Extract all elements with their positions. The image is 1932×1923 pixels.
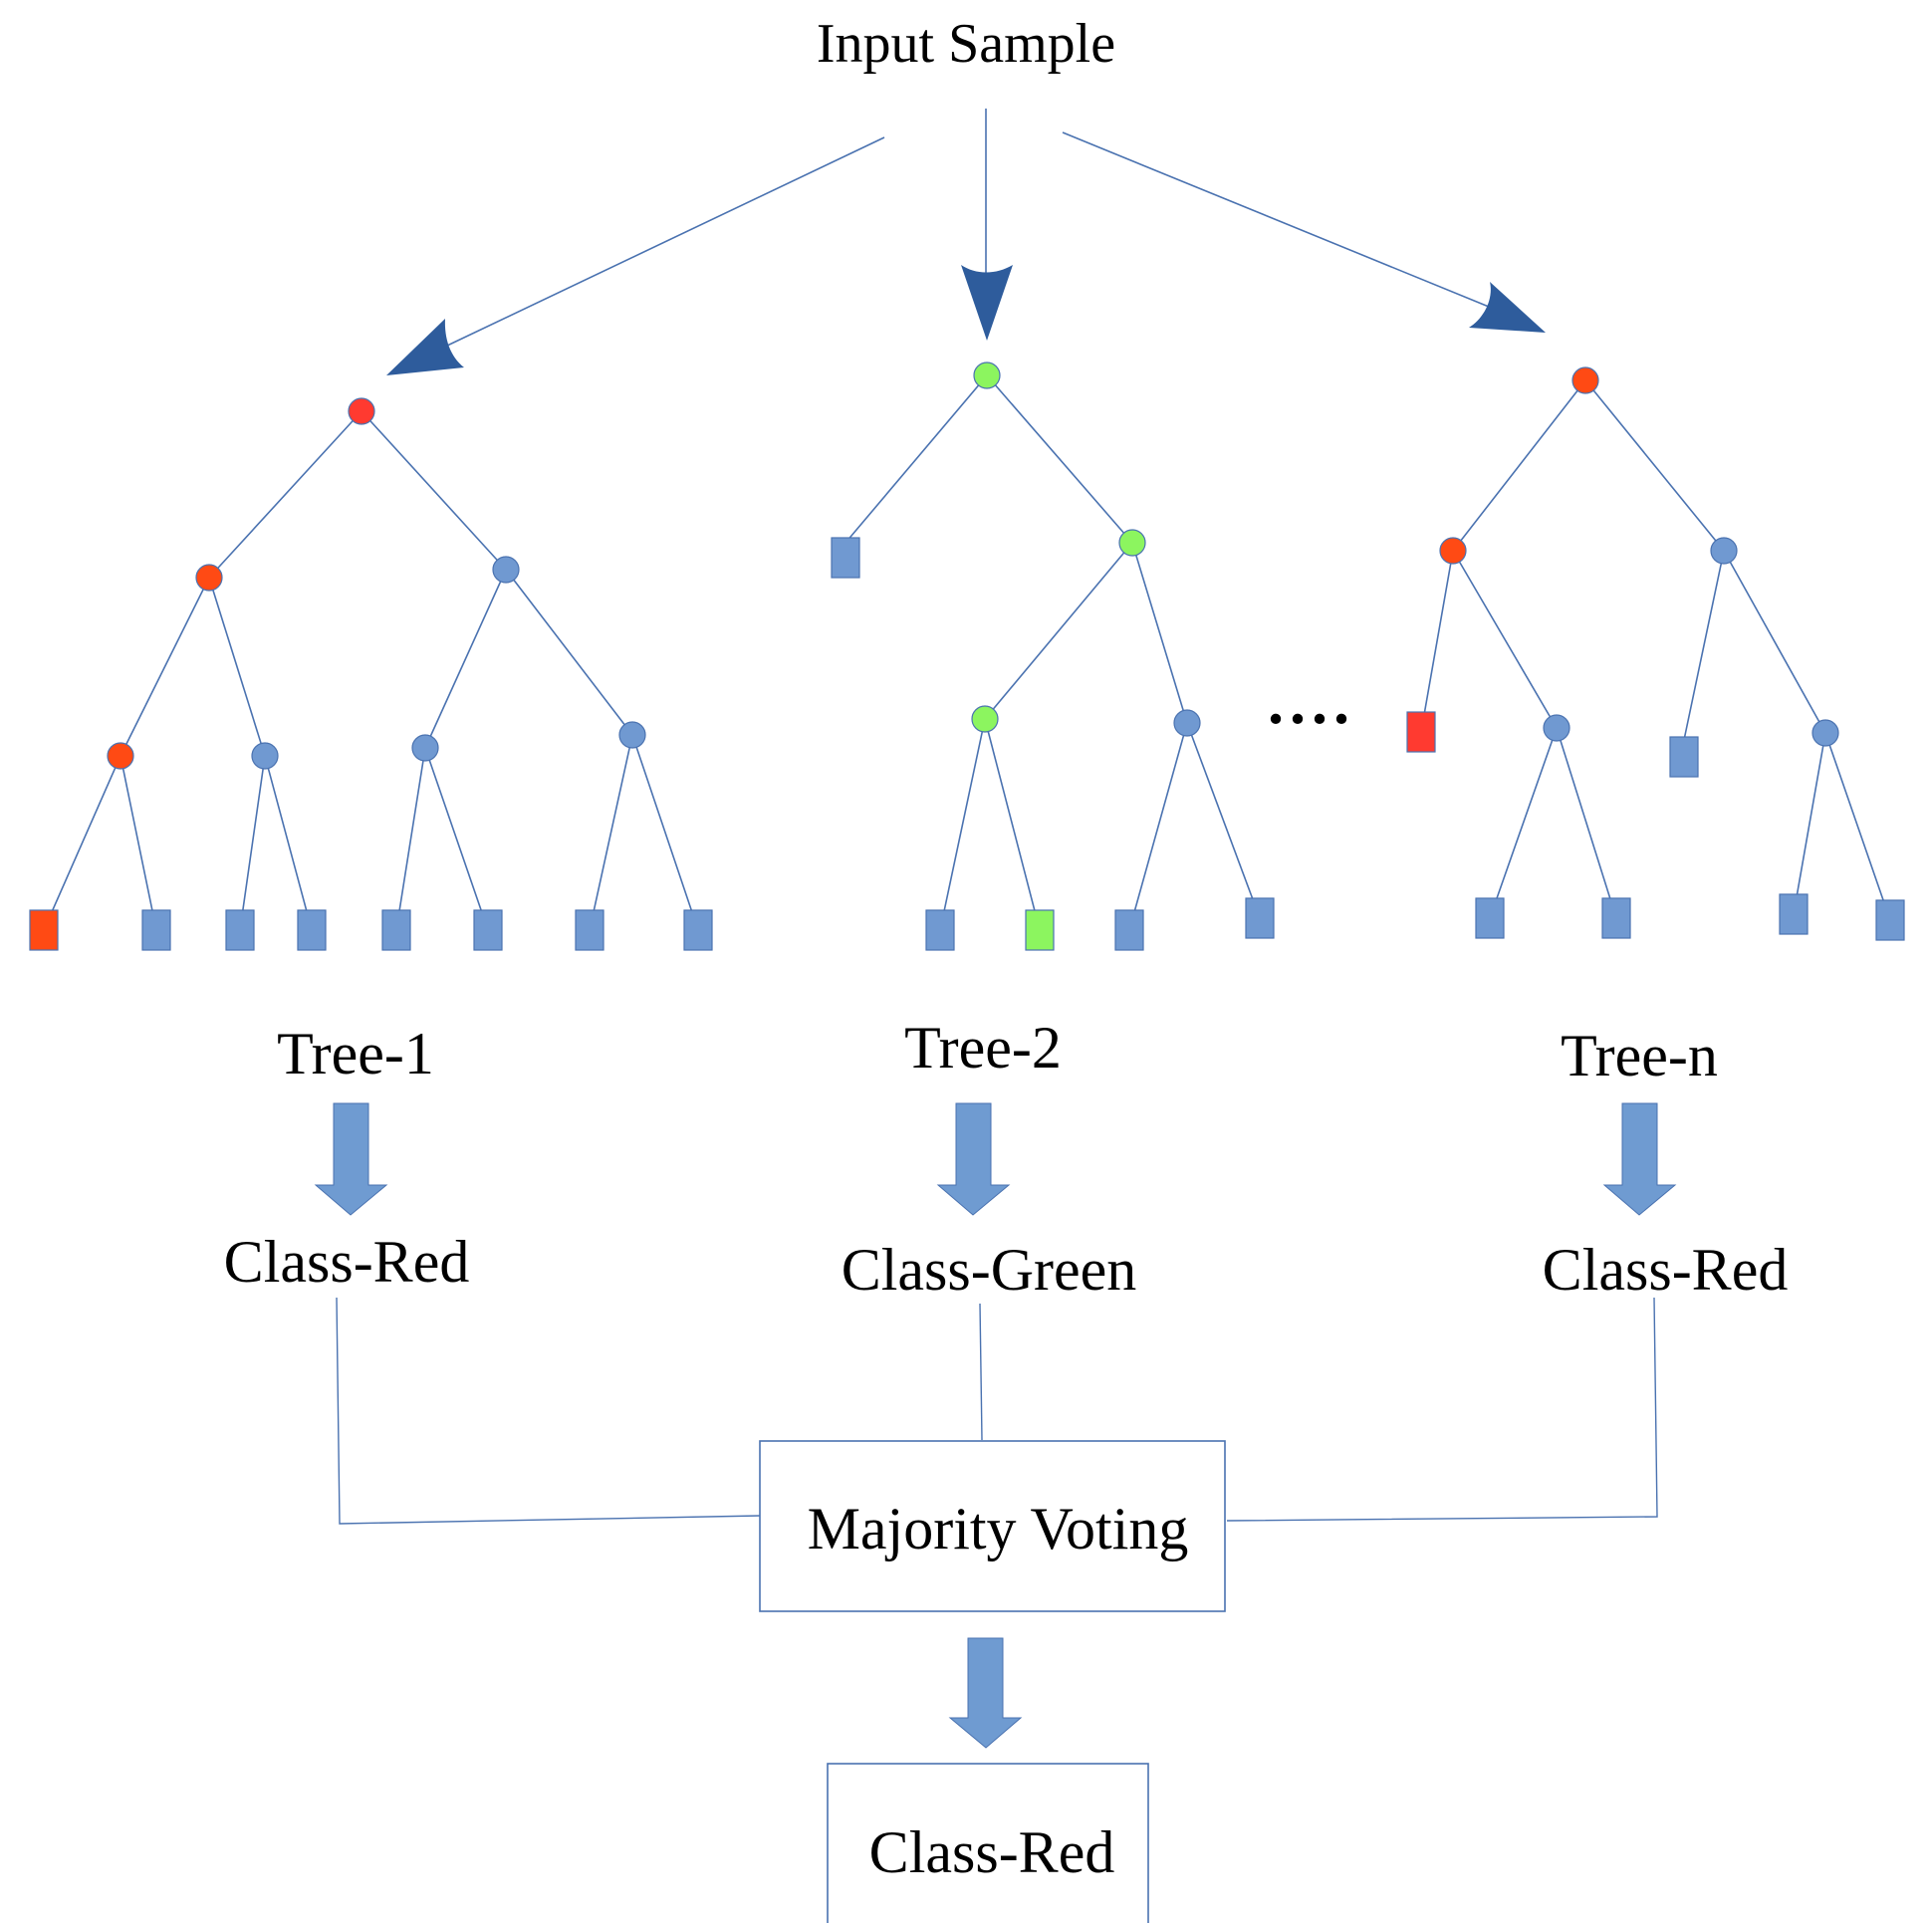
tree-1-node <box>492 556 520 584</box>
tree-2-node <box>1118 529 1146 557</box>
majority-voting-box <box>759 1440 1226 1612</box>
tree-1-result: Class-Red <box>224 1229 470 1295</box>
majority-voting-label: Majority Voting <box>808 1496 1189 1562</box>
tree-1-label: Tree-1 <box>277 1021 434 1086</box>
tree-n-leaf <box>1779 893 1809 935</box>
tree-n-edges <box>1420 379 1891 921</box>
tree-n-leaf <box>1875 899 1905 941</box>
tree-n-result: Class-Red <box>1543 1237 1789 1303</box>
tree-1-leaf <box>225 909 255 951</box>
tree-n-node <box>1439 537 1467 565</box>
tree-1-node <box>195 564 223 592</box>
voting-connectors <box>336 1297 1658 1525</box>
tree-2-result: Class-Green <box>842 1237 1137 1303</box>
tree-n <box>1406 366 1905 941</box>
tree-n-output-arrow <box>1602 1102 1677 1216</box>
input-arrow-left-head <box>386 319 464 375</box>
tree-2-connector <box>979 1303 983 1441</box>
tree-2-leaf <box>1245 897 1275 939</box>
tree-n-leaf <box>1601 897 1631 939</box>
tree-n-leaf-red <box>1406 711 1436 753</box>
final-result-label: Class-Red <box>869 1819 1115 1885</box>
tree-1-leaf-red <box>29 909 59 951</box>
tree-2-node <box>1173 709 1201 737</box>
tree-n-node <box>1811 719 1839 747</box>
tree-1-root-node <box>348 397 375 425</box>
tree-1-leaf <box>683 909 713 951</box>
tree-n-leaf <box>1475 897 1505 939</box>
tree-2 <box>831 361 1275 951</box>
tree-n-node <box>1543 714 1570 742</box>
tree-2-leaf-green <box>1025 909 1055 951</box>
tree-1-leaf <box>575 909 604 951</box>
tree-n-leaf <box>1669 736 1699 778</box>
tree-2-leaf <box>831 537 860 579</box>
tree-n-connector <box>1226 1297 1658 1522</box>
input-arrow-right-line <box>1062 131 1490 308</box>
tree-2-leaf <box>925 909 955 951</box>
tree-1-edges <box>43 410 699 931</box>
tree-2-edges <box>845 374 1261 931</box>
tree-n-root-node <box>1571 366 1599 394</box>
input-arrow-middle-head <box>961 265 1013 341</box>
tree-1-node <box>251 742 279 770</box>
tree-2-label: Tree-2 <box>904 1015 1062 1081</box>
final-output-arrow <box>948 1637 1023 1749</box>
tree-2-leaf <box>1114 909 1144 951</box>
tree-1-node <box>411 734 439 762</box>
tree-n-node <box>1710 537 1738 565</box>
input-sample-title: Input Sample <box>817 13 1115 75</box>
tree-1-node <box>107 742 134 770</box>
tree-1-leaf <box>297 909 327 951</box>
input-arrow-right-head <box>1469 282 1546 333</box>
tree-1-leaf <box>381 909 411 951</box>
input-arrow-left-line <box>444 136 885 348</box>
tree-1-node <box>618 721 646 749</box>
tree-2-output-arrow <box>936 1102 1011 1216</box>
input-arrows <box>386 109 1546 375</box>
tree-1-output-arrow <box>314 1102 388 1216</box>
tree-1 <box>29 397 713 951</box>
tree-1-leaf <box>473 909 503 951</box>
tree-1-connector <box>336 1297 761 1525</box>
tree-2-node <box>971 705 999 733</box>
final-result-box <box>827 1763 1149 1923</box>
trees-ellipsis: .... <box>1268 666 1355 737</box>
tree-2-root-node <box>973 361 1001 389</box>
tree-n-label: Tree-n <box>1561 1023 1718 1088</box>
tree-1-leaf <box>141 909 171 951</box>
